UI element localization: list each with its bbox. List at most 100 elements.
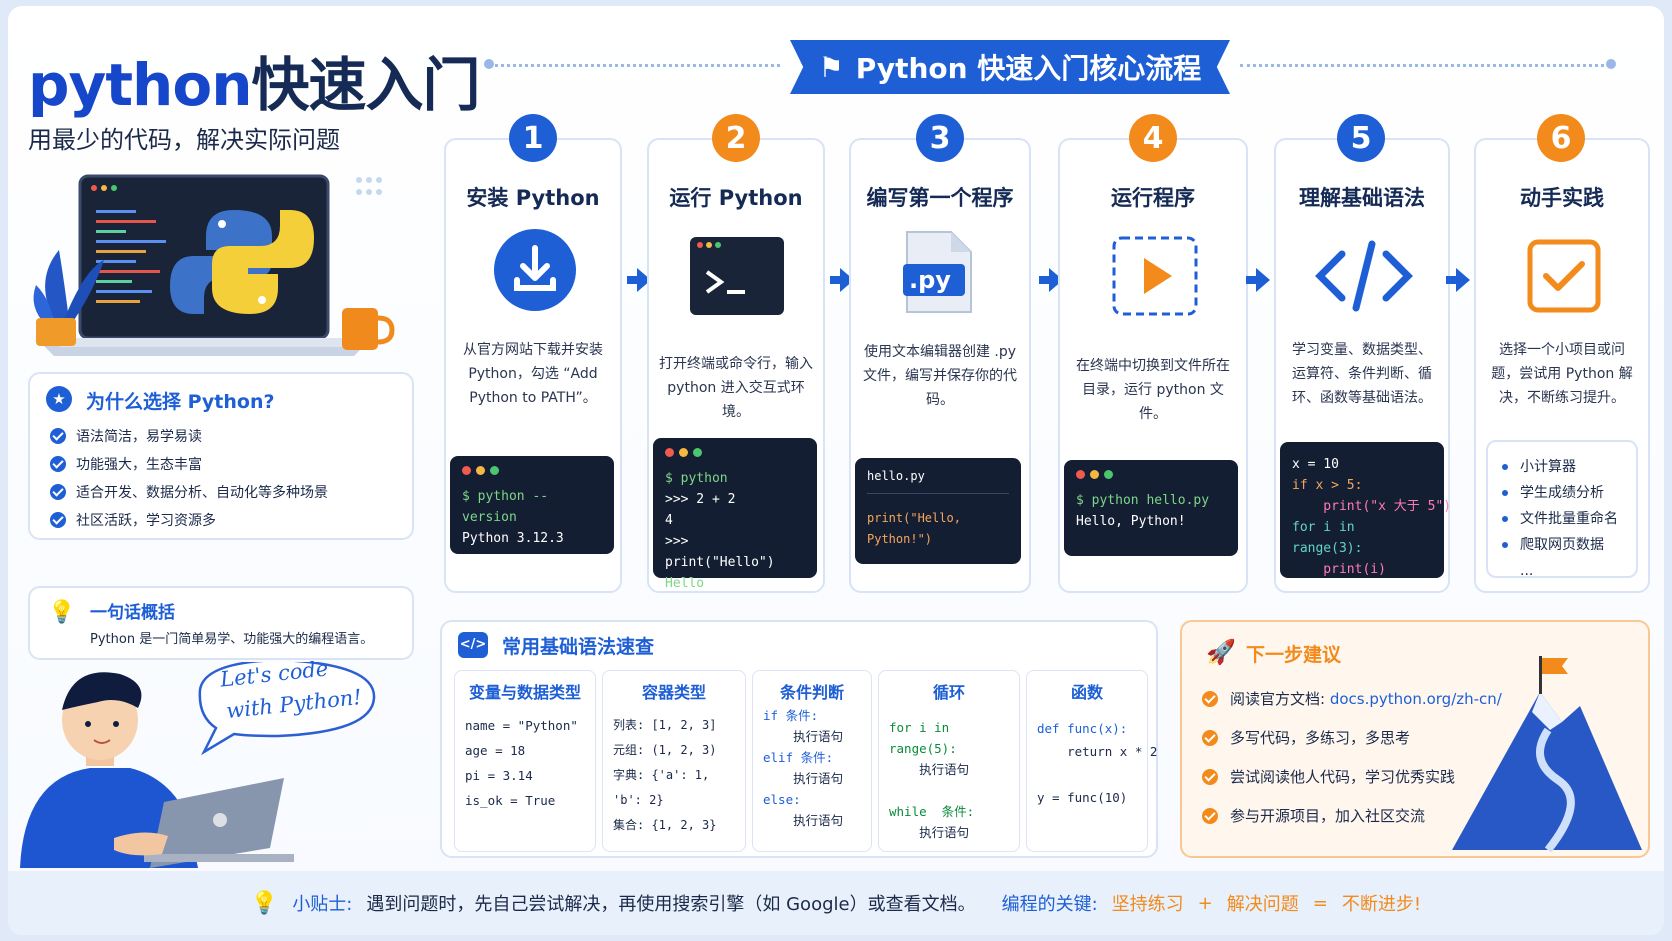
terminal-icon <box>689 236 785 320</box>
check-icon <box>50 512 66 528</box>
laptop-illustration <box>24 150 404 360</box>
banner-line-right <box>1240 64 1610 67</box>
banner-dot-right <box>1606 59 1616 69</box>
page-title: python快速入门 <box>28 51 481 119</box>
check-icon <box>50 484 66 500</box>
summary-text: Python 是一门简单易学、功能强大的编程语言。 <box>90 632 374 647</box>
syntax-col-loops: 循环 for i in range(5): 执行语句 while 条件: 执行语… <box>878 670 1020 852</box>
key-label: 编程的关键: <box>1001 894 1098 915</box>
step-badge-6: 6 <box>1537 114 1585 162</box>
practice-list: 小计算器 学生成绩分析 文件批量重命名 爬取网页数据 ... <box>1486 440 1638 579</box>
py-file-icon: .py <box>903 230 973 314</box>
py-file-label: .py <box>909 266 951 294</box>
banner-dot-left <box>484 59 494 69</box>
flag-icon: ⚑ <box>818 50 844 84</box>
why-item: 功能强大，生态丰富 <box>50 450 328 478</box>
step-badge-1: 1 <box>509 114 557 162</box>
syntax-title: 常用基础语法速查 <box>502 636 655 658</box>
next-item: 参与开源项目，加入社区交流 <box>1202 805 1502 826</box>
checkbox-icon <box>1526 238 1602 318</box>
lightbulb-icon: 💡 <box>48 600 76 625</box>
check-icon <box>1202 729 1218 746</box>
key-part-c: 不断进步! <box>1341 894 1422 915</box>
play-icon <box>1112 236 1198 320</box>
step-desc: 使用文本编辑器创建 .py 文件，编写并保存你的代码。 <box>863 344 1017 408</box>
step-card-2: 运行 Python 打开终端或命令行，输入 python 进入交互式环境。 $ … <box>647 138 825 593</box>
step-badge-2: 2 <box>712 114 760 162</box>
step-badge-3: 3 <box>916 114 964 162</box>
rocket-icon: 🚀 <box>1206 638 1236 666</box>
step-desc: 选择一个小项目或问题，尝试用 Python 解决，不断练习提升。 <box>1491 342 1633 406</box>
page-subtitle: 用最少的代码，解决实际问题 <box>28 126 340 154</box>
step-card-5: 理解基础语法 学习变量、数据类型、运算符、条件判断、循环、函数等基础语法。 x … <box>1274 138 1451 593</box>
check-icon <box>1202 768 1218 785</box>
editor-snippet: hello.py print("Hello, Python!") <box>855 458 1021 564</box>
step-desc: 从官方网站下载并安装 Python，勾选 “Add Python to PATH… <box>463 342 603 406</box>
list-item: 爬取网页数据 <box>1502 532 1622 558</box>
step-desc: 学习变量、数据类型、运算符、条件判断、循环、函数等基础语法。 <box>1292 342 1432 406</box>
mountain-illustration <box>1452 652 1642 856</box>
list-item: 文件批量重命名 <box>1502 506 1622 532</box>
step-title: 安装 Python <box>466 186 600 210</box>
step-badge-4: 4 <box>1129 114 1177 162</box>
docs-link[interactable]: docs.python.org/zh-cn/ <box>1329 690 1502 708</box>
syntax-col-head: 容器类型 <box>641 683 706 702</box>
lightbulb-icon: 💡 <box>250 890 279 916</box>
key-equals: = <box>1312 892 1328 914</box>
code-snippet: x = 10 if x > 5: print("x 大于 5") for i i… <box>1280 442 1451 578</box>
key-plus: + <box>1197 892 1213 914</box>
why-item: 适合开发、数据分析、自动化等多种场景 <box>50 478 328 506</box>
step-card-3: 编写第一个程序 .py 使用文本编辑器创建 .py 文件，编写并保存你的代码。 … <box>849 138 1031 593</box>
syntax-col-head: 变量与数据类型 <box>468 683 581 702</box>
syntax-col-head: 循环 <box>932 683 965 702</box>
next-steps-title: 下一步建议 <box>1246 644 1342 666</box>
syntax-col-containers: 容器类型 列表: [1, 2, 3]元组: (1, 2, 3) 字典: {'a'… <box>602 670 746 852</box>
list-item: 学生成绩分析 <box>1502 480 1622 506</box>
syntax-col-body: def func(x): return x * 2 y = func(10) <box>1037 721 1158 805</box>
step-title: 运行 Python <box>669 186 803 210</box>
syntax-col-variables: 变量与数据类型 name = "Python"age = 18 pi = 3.1… <box>454 670 596 852</box>
next-steps-list: 阅读官方文档: docs.python.org/zh-cn/ 多写代码，多练习，… <box>1202 688 1502 826</box>
check-icon <box>50 428 66 444</box>
syntax-col-body: 列表: [1, 2, 3]元组: (1, 2, 3) 字典: {'a': 1, … <box>613 718 717 832</box>
footer-tip-bar: 💡 小贴士: 遇到问题时，先自己尝试解决，再使用搜索引擎（如 Google）或查… <box>8 871 1664 935</box>
step-title: 运行程序 <box>1111 186 1195 210</box>
step-card-4: 运行程序 在终端中切换到文件所在目录，运行 python 文件。 $ pytho… <box>1058 138 1248 593</box>
why-python-title: 为什么选择 Python? <box>86 391 275 413</box>
check-icon <box>1202 690 1218 707</box>
why-python-list: 语法简洁，易学易读 功能强大，生态丰富 适合开发、数据分析、自动化等多种场景 社… <box>50 422 328 534</box>
summary-panel: 💡 一句话概括 Python 是一门简单易学、功能强大的编程语言。 <box>28 586 414 660</box>
list-item: 小计算器 <box>1502 454 1622 480</box>
step-title: 动手实践 <box>1520 186 1604 210</box>
banner-line-left <box>490 64 780 67</box>
check-icon <box>50 456 66 472</box>
arrow-icon <box>1446 268 1470 292</box>
why-python-panel: ★ 为什么选择 Python? 语法简洁，易学易读 功能强大，生态丰富 适合开发… <box>28 372 414 540</box>
syntax-col-head: 函数 <box>1070 683 1103 702</box>
syntax-col-body: for i in range(5): 执行语句 while 条件: 执行语句 <box>889 720 975 840</box>
download-icon <box>493 228 577 316</box>
tip-text: 遇到问题时，先自己尝试解决，再使用搜索引擎（如 Google）或查看文档。 <box>366 894 976 915</box>
syntax-col-body: if 条件: 执行语句 elif 条件: 执行语句 else: 执行语句 <box>763 708 844 828</box>
next-steps-panel: 🚀 下一步建议 阅读官方文档: docs.python.org/zh-cn/ 多… <box>1180 620 1650 858</box>
step-desc: 打开终端或命令行，输入 python 进入交互式环境。 <box>659 356 813 420</box>
syntax-col-functions: 函数 def func(x): return x * 2 y = func(10… <box>1026 670 1158 852</box>
terminal-snippet: $ python >>> 2 + 2 4 >>> print("Hello") … <box>653 438 817 591</box>
why-item: 社区活跃，学习资源多 <box>50 506 328 534</box>
code-icon: </> <box>458 632 488 658</box>
step-card-6: 动手实践 选择一个小项目或问题，尝试用 Python 解决，不断练习提升。 小计… <box>1474 138 1650 593</box>
next-item: 阅读官方文档: docs.python.org/zh-cn/ <box>1202 688 1502 709</box>
step-card-1: 安装 Python 从官方网站下载并安装 Python，勾选 “Add Pyth… <box>444 138 622 593</box>
flow-banner: ⚑ Python 快速入门核心流程 <box>790 40 1230 94</box>
tip-label: 小贴士: <box>292 894 353 915</box>
check-icon <box>1202 807 1218 824</box>
key-part-a: 坚持练习 <box>1111 894 1184 915</box>
syntax-col-conditions: 条件判断 if 条件: 执行语句 elif 条件: 执行语句 else: 执行语… <box>752 670 872 852</box>
arrow-icon <box>1246 268 1270 292</box>
next-item: 尝试阅读他人代码，学习优秀实践 <box>1202 766 1502 787</box>
step-badge-5: 5 <box>1337 114 1385 162</box>
step-desc: 在终端中切换到文件所在目录，运行 python 文件。 <box>1076 358 1230 422</box>
key-part-b: 解决问题 <box>1226 894 1299 915</box>
syntax-col-head: 条件判断 <box>779 683 844 702</box>
